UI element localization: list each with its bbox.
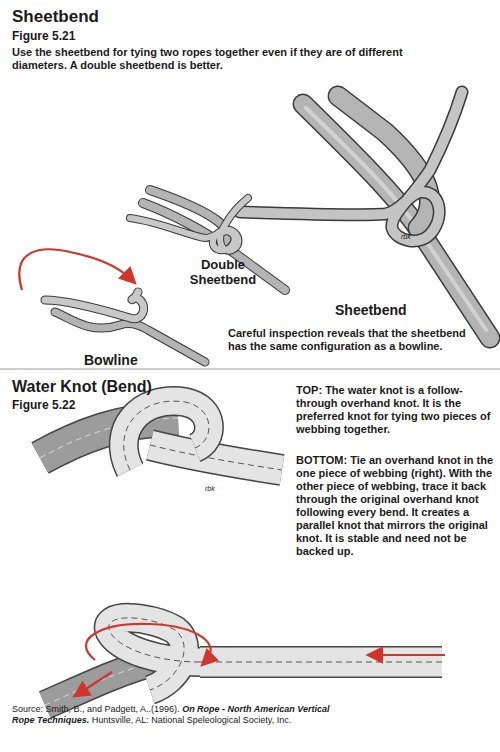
description-note: Use the sheetbend for tying two ropes to…	[12, 46, 457, 72]
source-text: Source: Smith, B., and Padgett, A..(1996…	[12, 704, 180, 714]
direction-arrow	[19, 249, 132, 290]
panel-heading: Sheetbend	[12, 7, 99, 27]
knot-label: Double Sheetbend	[187, 257, 259, 287]
source-text: Huntsville, AL: National Speleological S…	[92, 715, 291, 725]
figure-number: Figure 5.21	[12, 29, 75, 43]
bowline-rope	[45, 292, 205, 362]
artist-mark: rbk	[401, 232, 411, 241]
double-sheetbend-rope	[130, 190, 285, 290]
artist-mark: rbk	[205, 484, 215, 493]
panel-heading: Water Knot (Bend)	[12, 377, 152, 396]
source-citation: Source: Smith, B., and Padgett, A..(1996…	[12, 704, 347, 726]
panel-divider	[0, 369, 500, 370]
inspection-note: Careful inspection reveals that the shee…	[228, 327, 486, 353]
water-knot-webbing	[45, 618, 442, 705]
knot-label: Bowline	[84, 352, 138, 368]
figure-number: Figure 5.22	[12, 398, 75, 412]
description-note: BOTTOM: Tie an overhand knot in the one …	[296, 454, 494, 558]
description-note: TOP: The water knot is a follow-through …	[296, 384, 494, 436]
water-knot-webbing	[40, 401, 282, 470]
knot-label: Sheetbend	[335, 302, 407, 318]
direction-arrow	[78, 624, 445, 694]
sheetbend-rope	[240, 92, 490, 338]
